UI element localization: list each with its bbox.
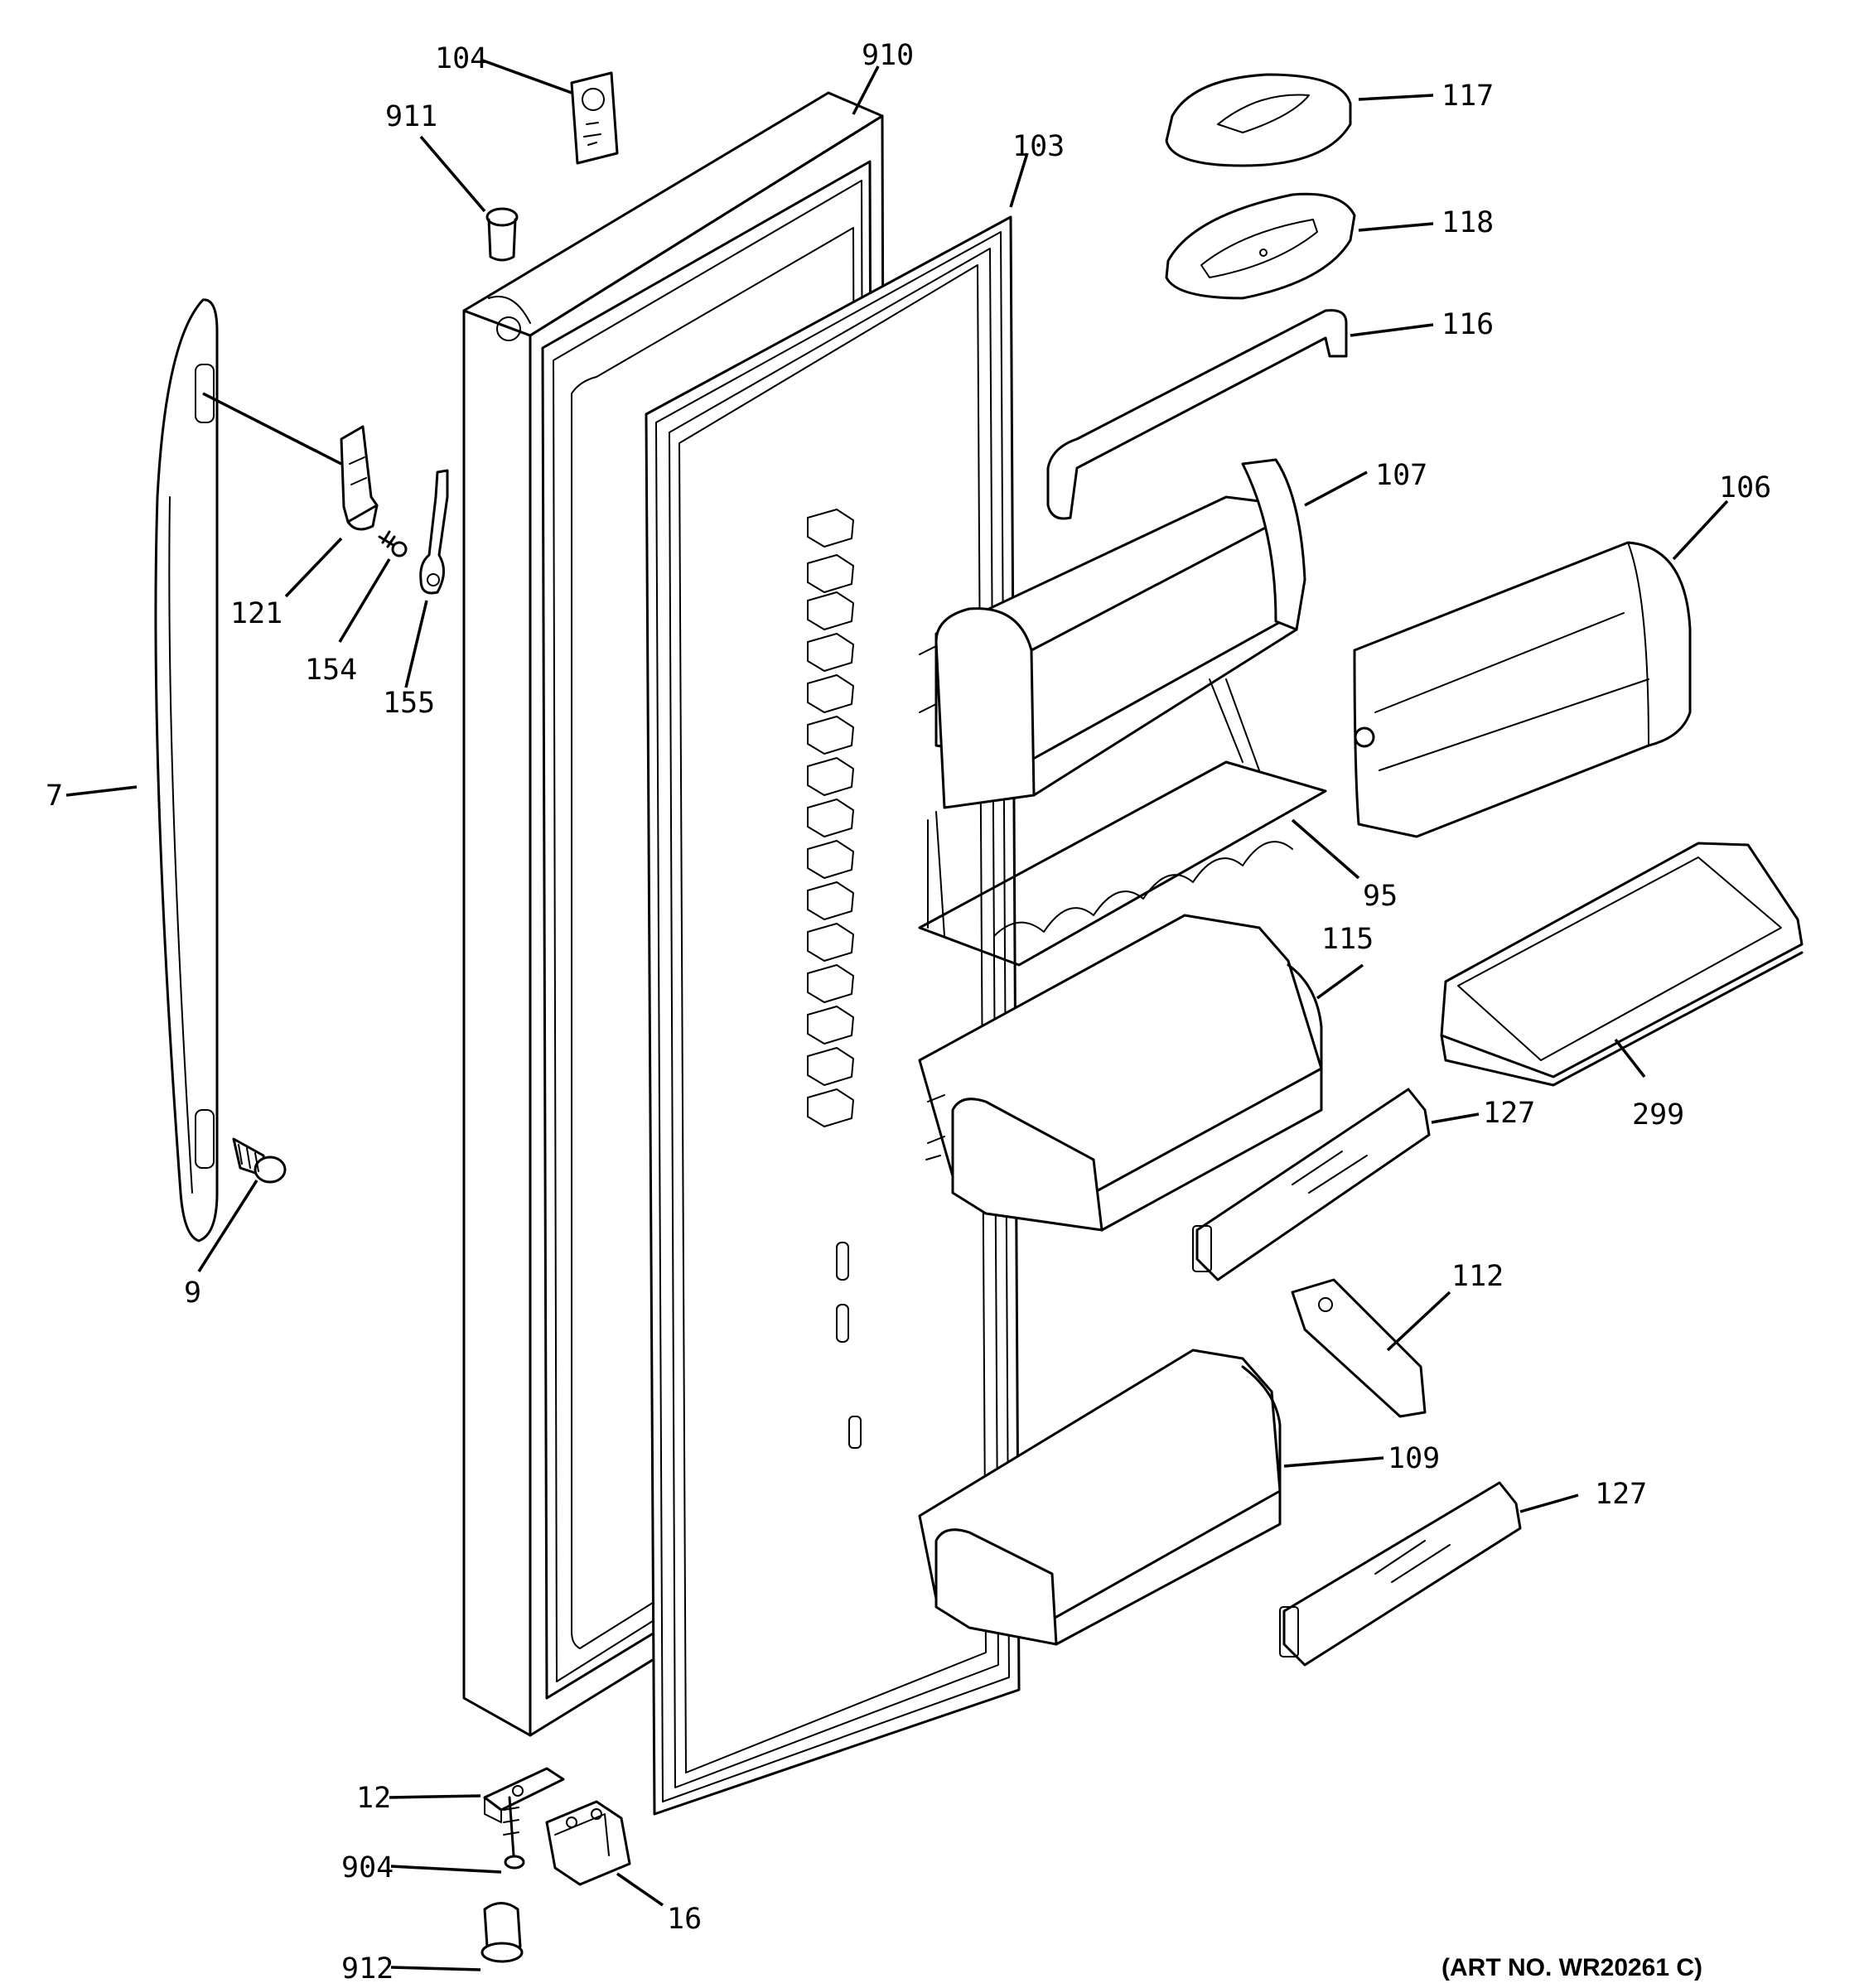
callout-910: 910 [862,39,914,72]
callout-904: 904 [341,1851,394,1884]
part-16-hinge [545,1800,631,1886]
part-154-screw [378,530,408,557]
callout-117: 117 [1441,80,1494,113]
part-121-bracket [340,425,379,531]
callout-118: 118 [1441,206,1494,239]
callout-112: 112 [1451,1260,1504,1293]
part-103-gasket [645,215,1021,1816]
callout-104: 104 [435,42,487,75]
callout-109: 109 [1388,1442,1440,1475]
part-904-screw [503,1796,525,1870]
callout-911: 911 [385,100,437,133]
part-116-rail [1046,309,1348,520]
callout-106: 106 [1719,471,1771,504]
part-299-bin [1440,842,1804,1087]
callout-103: 103 [1012,130,1065,163]
part-106-cover [1353,541,1692,838]
callout-9: 9 [184,1276,201,1310]
callout-12: 12 [356,1782,391,1815]
callout-127-lower: 127 [1595,1478,1647,1511]
part-118-tray [1165,192,1356,300]
callout-95: 95 [1363,880,1398,913]
callout-121: 121 [230,597,282,630]
callout-107: 107 [1375,459,1427,492]
callout-7: 7 [46,779,63,813]
liner-rib-column [807,509,854,1127]
part-911-bushing [485,207,519,262]
leader-lines [65,58,1729,1971]
part-117-cover [1165,73,1352,167]
callout-155: 155 [383,687,435,720]
callout-116: 116 [1441,308,1494,341]
callout-154: 154 [305,654,357,687]
part-127-shelf-front-upper [1192,1088,1431,1281]
part-7-handle [154,298,219,1242]
part-127-shelf-front-lower [1279,1481,1522,1667]
part-910-door-shell [462,91,888,1737]
callout-labels: 104 910 911 103 117 118 116 107 106 121 … [46,39,1771,1986]
part-9-stud [232,1137,287,1184]
part-12-hinge-plate [483,1767,565,1823]
part-115-bin [918,914,1323,1232]
callout-299: 299 [1632,1098,1684,1132]
part-109-bin [918,1349,1282,1646]
callout-16: 16 [667,1903,702,1936]
part-155-strap [419,469,449,595]
callout-115: 115 [1321,923,1374,956]
part-104-badge [570,71,619,165]
art-number: (ART NO. WR20261 C) [1441,1954,1702,1981]
callout-127-upper: 127 [1483,1097,1535,1130]
part-912-bushing [480,1902,524,1963]
part-112-clip [1291,1278,1427,1418]
part-107-bin [919,458,1306,809]
part-95-wire-rack [918,678,1327,967]
callout-912: 912 [341,1952,394,1986]
